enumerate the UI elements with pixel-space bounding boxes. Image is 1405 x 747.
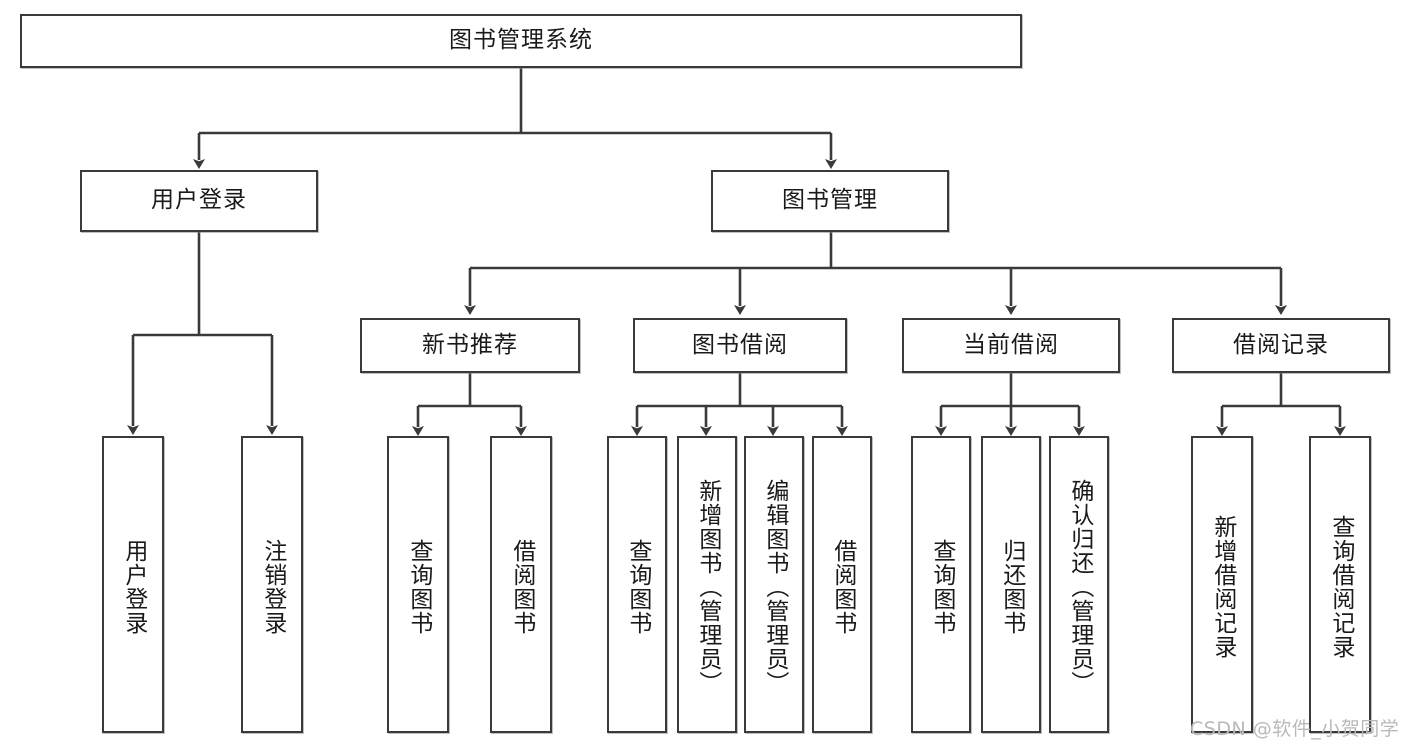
- csdn-watermark: CSDN @软件_小贺同学: [1190, 718, 1400, 740]
- node-label: 借阅图书: [508, 538, 535, 635]
- node-book-management[interactable]: 图书管理: [711, 170, 949, 232]
- node-label: 新增图书（管理员）: [694, 478, 721, 695]
- node-book-borrow[interactable]: 图书借阅: [633, 318, 847, 373]
- leaf-current-query-book[interactable]: 查询图书: [911, 436, 971, 733]
- leaf-borrow-add-book-admin[interactable]: 新增图书（管理员）: [677, 436, 737, 733]
- node-new-book-recommend[interactable]: 新书推荐: [360, 318, 580, 373]
- node-label: 借阅图书: [829, 538, 856, 635]
- leaf-logout[interactable]: 注销登录: [241, 436, 303, 733]
- node-label: 用户登录: [120, 538, 147, 635]
- node-label: 当前借阅: [963, 331, 1059, 358]
- leaf-current-return-book[interactable]: 归还图书: [981, 436, 1041, 733]
- node-label: 新增借阅记录: [1209, 514, 1236, 659]
- leaf-current-confirm-return-admin[interactable]: 确认归还（管理员）: [1049, 436, 1109, 733]
- node-borrow-records[interactable]: 借阅记录: [1172, 318, 1390, 373]
- node-label: 查询图书: [405, 538, 432, 635]
- node-label: 编辑图书（管理员）: [761, 478, 788, 695]
- node-label: 图书管理系统: [449, 27, 593, 54]
- node-root-book-management-system[interactable]: 图书管理系统: [20, 14, 1022, 68]
- node-label: 图书借阅: [692, 331, 788, 358]
- node-label: 查询图书: [624, 538, 651, 635]
- node-label: 图书管理: [782, 187, 878, 214]
- leaf-borrow-edit-book-admin[interactable]: 编辑图书（管理员）: [744, 436, 804, 733]
- node-label: 新书推荐: [422, 331, 518, 358]
- node-label: 借阅记录: [1233, 331, 1329, 358]
- node-label: 查询图书: [928, 538, 955, 635]
- leaf-borrow-borrow-book[interactable]: 借阅图书: [812, 436, 872, 733]
- leaf-newbook-query-book[interactable]: 查询图书: [387, 436, 449, 733]
- leaf-newbook-borrow-book[interactable]: 借阅图书: [490, 436, 552, 733]
- node-label: 用户登录: [151, 187, 247, 214]
- node-label: 归还图书: [998, 538, 1025, 635]
- leaf-borrow-query-book[interactable]: 查询图书: [607, 436, 667, 733]
- node-label: 注销登录: [259, 538, 286, 635]
- leaf-records-add-record[interactable]: 新增借阅记录: [1191, 436, 1253, 733]
- node-user-login[interactable]: 用户登录: [80, 170, 318, 232]
- node-current-borrow[interactable]: 当前借阅: [902, 318, 1120, 373]
- leaf-records-query-record[interactable]: 查询借阅记录: [1309, 436, 1371, 733]
- node-label: 查询借阅记录: [1327, 514, 1354, 659]
- leaf-user-login[interactable]: 用户登录: [102, 436, 164, 733]
- node-label: 确认归还（管理员）: [1066, 478, 1093, 695]
